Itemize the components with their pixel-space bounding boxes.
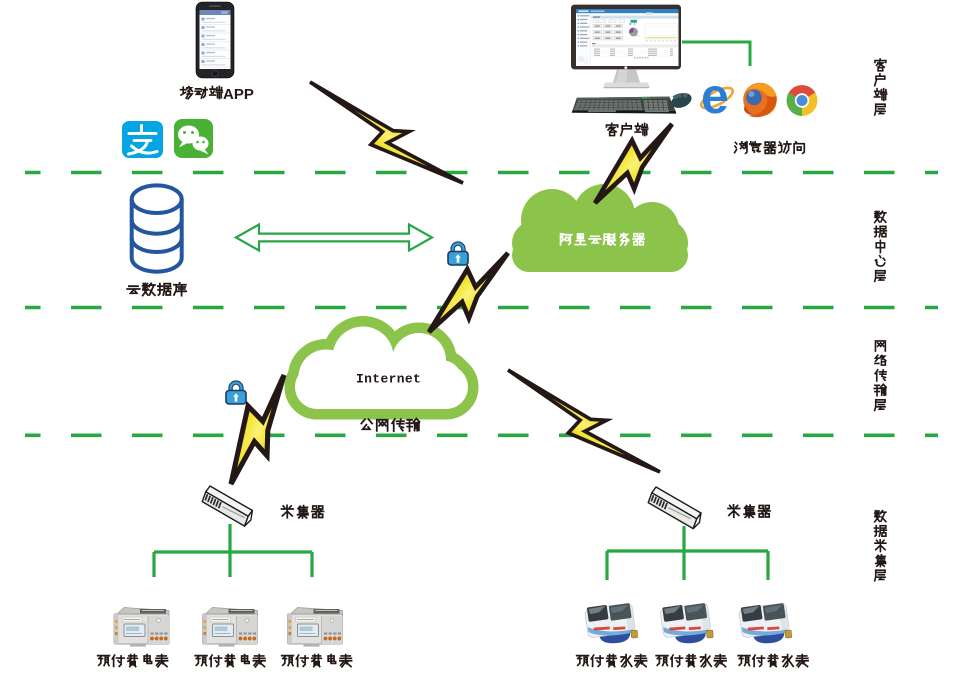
svg-text:Internet: Internet bbox=[356, 372, 421, 387]
svg-text:e: e bbox=[701, 68, 729, 124]
svg-text:APP: APP bbox=[223, 86, 254, 103]
